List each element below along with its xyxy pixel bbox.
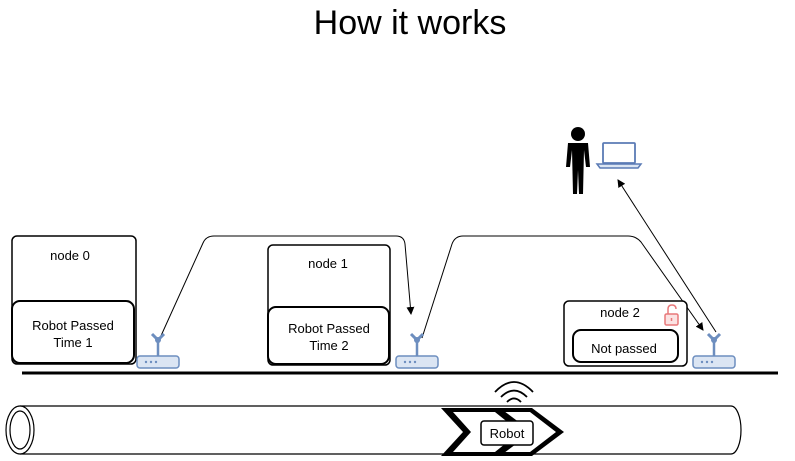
node-1-status-line1: Robot Passed <box>288 321 370 336</box>
node-1-status-line2: Time 2 <box>309 338 348 353</box>
node-0-status-line1: Robot Passed <box>32 318 114 333</box>
person-icon <box>566 127 590 194</box>
node-2: node 2 Not passed <box>563 300 688 367</box>
router-icon-2 <box>691 332 737 370</box>
node-1-label: node 1 <box>308 256 348 271</box>
router-icon-1 <box>394 332 440 370</box>
robot-label: Robot <box>490 426 525 441</box>
node-2-label: node 2 <box>600 305 640 320</box>
wifi-signal-icon <box>494 381 534 403</box>
arrow-router2-to-laptop <box>617 179 717 333</box>
arrow-router0-to-node1 <box>159 235 415 339</box>
router-icon-0 <box>135 332 181 370</box>
node-2-status: Not passed <box>591 341 657 356</box>
node-0: node 0 Robot Passed Time 1 <box>11 235 137 365</box>
pipe <box>5 405 742 455</box>
arrow-router1-to-node2 <box>421 235 704 339</box>
node-0-status-line2: Time 1 <box>53 335 92 350</box>
robot: Robot <box>441 408 564 456</box>
node-1: node 1 Robot Passed Time 2 <box>267 244 391 366</box>
page-title: How it works <box>313 4 507 42</box>
unlocked-padlock-icon <box>664 304 679 326</box>
node-0-label: node 0 <box>50 248 90 263</box>
laptop-icon <box>595 142 643 169</box>
